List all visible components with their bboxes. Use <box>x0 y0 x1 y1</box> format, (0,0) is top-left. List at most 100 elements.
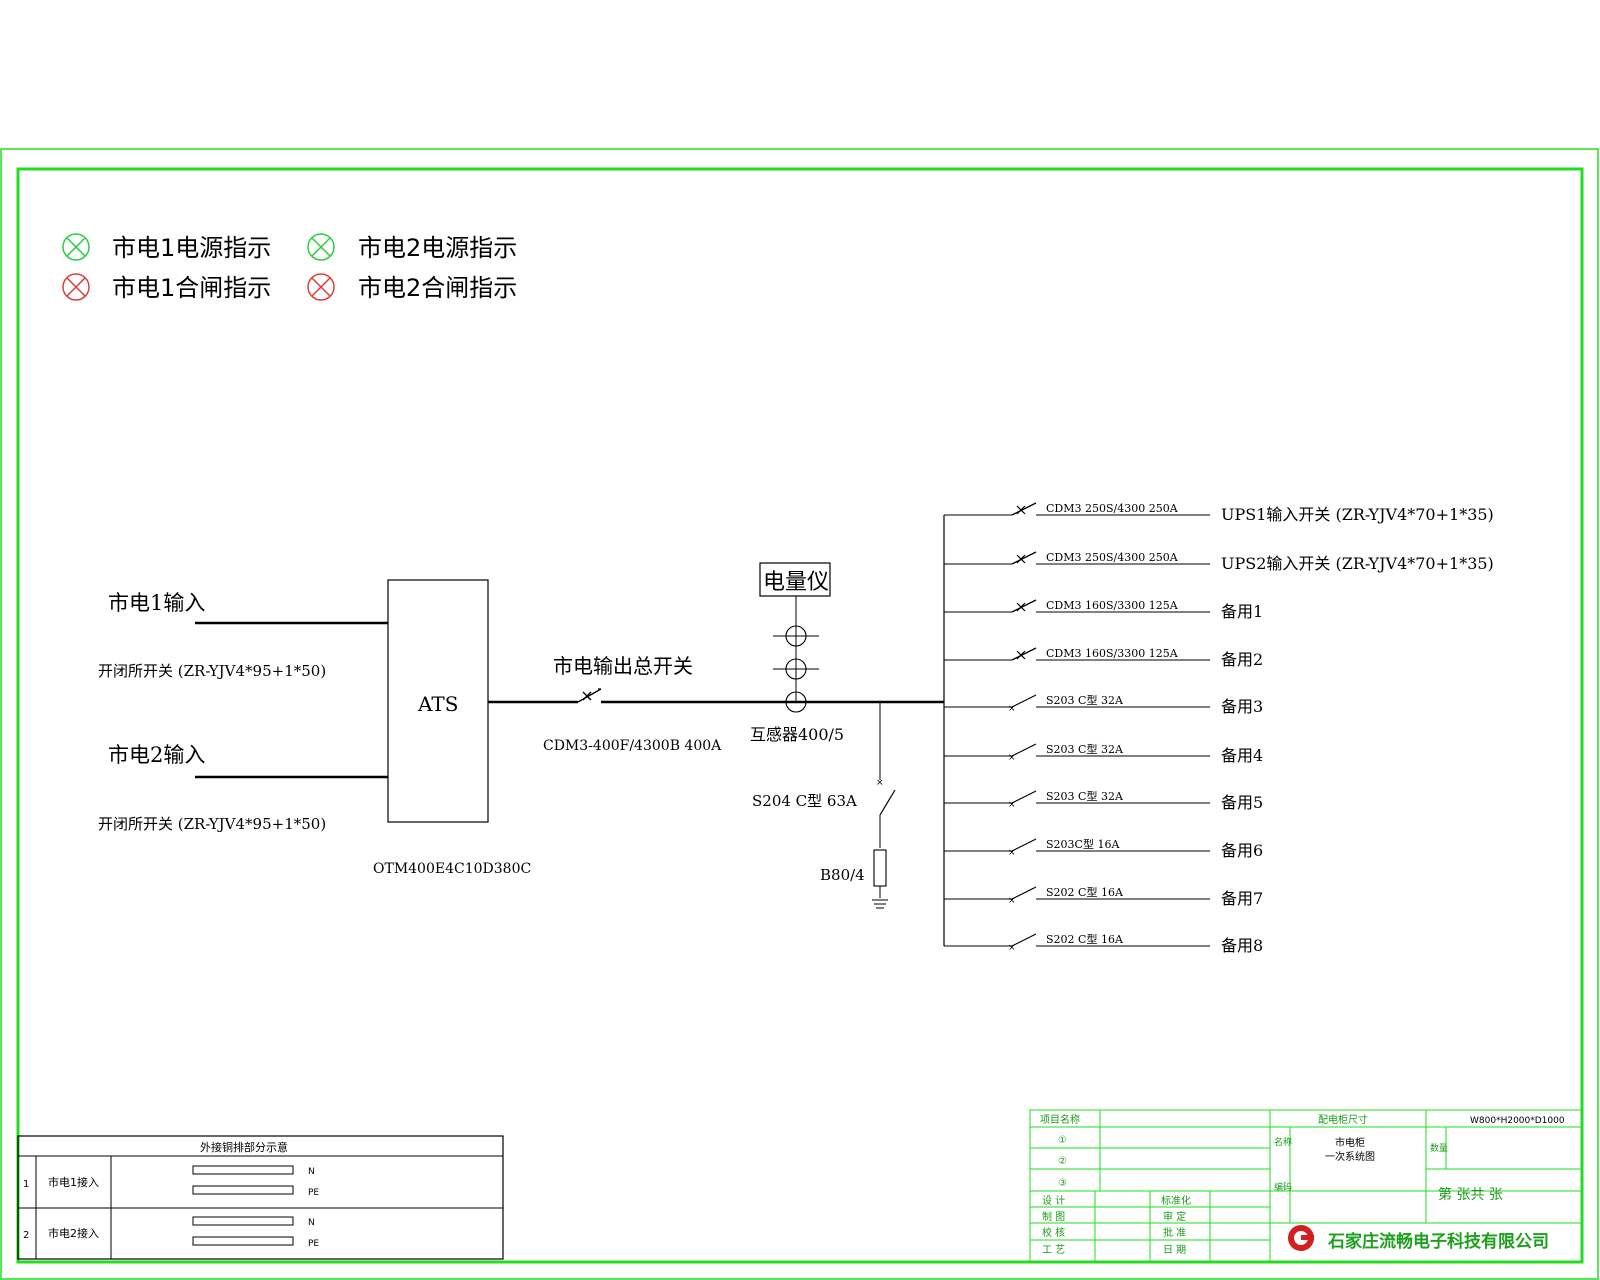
ground-icon <box>872 899 888 909</box>
legend-label-mains1-close: 市电1合闸指示 <box>112 274 271 302</box>
branch-1-load: UPS1输入开关 (ZR-YJV4*70+1*35) <box>1221 505 1494 524</box>
tb-circle-1: ① <box>1058 1135 1067 1146</box>
tb-quantity-label: 数量 <box>1430 1142 1448 1154</box>
busbar-row2-n-label: N <box>308 1218 315 1228</box>
company-name: 石家庄流畅电子科技有限公司 <box>1327 1231 1549 1252</box>
spd-cross-icon: × <box>876 778 884 788</box>
tb-sheet-text: 第 张共 张 <box>1438 1186 1503 1203</box>
arrester-box <box>873 849 887 887</box>
lamp-icon-green-2 <box>307 233 335 261</box>
spd-breaker-label: S204 C型 63A <box>752 792 857 810</box>
input1-cable: 开闭所开关 (ZR-YJV4*95+1*50) <box>98 662 326 680</box>
branch-9-load: 备用7 <box>1221 889 1263 908</box>
branch-9-switch-blade <box>1011 886 1037 900</box>
branch-7-switch-blade <box>1011 790 1037 804</box>
ct-label: 互感器400/5 <box>750 725 844 744</box>
tb-process: 工 艺 <box>1042 1244 1065 1256</box>
tb-design: 设 计 <box>1042 1194 1065 1207</box>
branch-1-breaker-cross-b <box>1016 505 1026 515</box>
branch-9-breaker: S202 C型 16A <box>1046 885 1124 899</box>
tb-approve: 批 准 <box>1163 1226 1186 1239</box>
branch-8-load: 备用6 <box>1221 841 1263 860</box>
branch-10-cross-icon: × <box>1008 943 1016 953</box>
tb-project-label: 项目名称 <box>1040 1113 1080 1126</box>
tb-name-value-2: 一次系统图 <box>1325 1150 1375 1163</box>
branch-9-cross-icon: × <box>1008 896 1016 906</box>
branch-4-breaker-cross-b <box>1016 650 1026 660</box>
spd-switch-blade <box>879 789 896 816</box>
branch-5-load: 备用3 <box>1221 697 1263 716</box>
branch-5-cross-icon: × <box>1008 704 1016 714</box>
busbar-row2-no: 2 <box>23 1230 29 1241</box>
tb-name-value-1: 市电柜 <box>1335 1136 1365 1149</box>
busbar-row1-name: 市电1接入 <box>48 1175 99 1189</box>
tb-checking: 校 核 <box>1042 1226 1065 1239</box>
branch-1-breaker: CDM3 250S/4300 250A <box>1046 502 1179 515</box>
branch-4-breaker: CDM3 160S/3300 125A <box>1046 647 1179 660</box>
branch-4-breaker-blade <box>1011 647 1037 661</box>
tb-standardization: 标准化 <box>1161 1194 1191 1207</box>
input2-label: 市电2输入 <box>108 743 205 767</box>
branch-3-breaker-blade <box>1011 599 1037 613</box>
tb-review: 审 定 <box>1163 1210 1186 1223</box>
ats-label: ATS <box>417 692 458 716</box>
branch-circuits: CDM3 250S/4300 250A UPS1输入开关 (ZR-YJV4*70+… <box>944 502 1494 955</box>
busbar-row1-n-label: N <box>308 1167 315 1177</box>
input1-label: 市电1输入 <box>108 591 205 615</box>
ct-icon-3 <box>785 691 807 713</box>
branch-7-cross-icon: × <box>1008 800 1016 810</box>
busbar-row1-no: 1 <box>23 1179 29 1190</box>
branch-6-switch-blade <box>1011 743 1037 757</box>
branch-2-breaker-blade <box>1011 551 1037 565</box>
tb-circle-3: ③ <box>1058 1178 1067 1189</box>
outer-frame <box>0 148 1599 1280</box>
input2-cable: 开闭所开关 (ZR-YJV4*95+1*50) <box>98 815 326 833</box>
branch-10-load: 备用8 <box>1221 936 1263 955</box>
legend-label-mains2-power: 市电2电源指示 <box>358 234 517 262</box>
arrester-label: B80/4 <box>820 866 865 884</box>
branch-5-switch-blade <box>1011 694 1037 708</box>
branch-10-breaker: S202 C型 16A <box>1046 932 1124 946</box>
ct-icon-1 <box>773 625 819 647</box>
title-block-text: 项目名称 ① ② ③ 设 计 制 图 校 核 工 艺 标准化 审 定 批 准 日… <box>1040 1113 1565 1256</box>
legend-label-mains2-close: 市电2合闸指示 <box>358 274 517 302</box>
branch-2-breaker: CDM3 250S/4300 250A <box>1046 551 1179 564</box>
branch-2-breaker-cross-b <box>1016 554 1026 564</box>
title-block <box>1029 1109 1583 1263</box>
branch-8-breaker: S203C型 16A <box>1046 837 1120 851</box>
ats-model: OTM400E4C10D380C <box>373 861 531 877</box>
tb-name-label: 名称 <box>1274 1136 1292 1148</box>
branch-5-breaker: S203 C型 32A <box>1046 693 1124 707</box>
busbar-row2-bar-n <box>192 1216 294 1226</box>
tb-code-label: 编码 <box>1274 1181 1292 1193</box>
tb-cabinet-size-label: 配电柜尺寸 <box>1318 1113 1368 1126</box>
tb-date: 日 期 <box>1163 1244 1186 1256</box>
power-meter-label: 电量仪 <box>763 570 829 595</box>
branch-3-breaker: CDM3 160S/3300 125A <box>1046 599 1179 612</box>
company-logo-icon <box>1288 1225 1314 1251</box>
tb-drafting: 制 图 <box>1042 1210 1065 1223</box>
branch-4-load: 备用2 <box>1221 650 1263 669</box>
branch-8-cross-icon: × <box>1008 848 1016 858</box>
power-meter-box <box>759 562 831 597</box>
branch-7-breaker: S203 C型 32A <box>1046 789 1124 803</box>
branch-2-load: UPS2输入开关 (ZR-YJV4*70+1*35) <box>1221 554 1494 573</box>
busbar-row2-bar-pe <box>192 1236 294 1246</box>
busbar-row1-bar-pe <box>192 1185 294 1195</box>
branch-6-cross-icon: × <box>1008 753 1016 763</box>
branch-3-breaker-cross-b <box>1016 602 1026 612</box>
ct-icon-2 <box>773 658 819 680</box>
branch-10-switch-blade <box>1011 933 1037 947</box>
branch-6-load: 备用4 <box>1221 746 1263 765</box>
lamp-icon-green-1 <box>62 233 90 261</box>
branch-3-load: 备用1 <box>1221 602 1263 621</box>
legend-label-mains1-power: 市电1电源指示 <box>112 234 271 262</box>
branch-6-breaker: S203 C型 32A <box>1046 742 1124 756</box>
busbar-table: 外接铜排部分示意 1 市电1接入 N PE 2 市电2接入 N PE <box>17 1135 504 1260</box>
busbar-row2-pe-label: PE <box>308 1239 319 1249</box>
main-switch-model: CDM3-400F/4300B 400A <box>543 738 722 754</box>
legend: 市电1电源指示 市电2电源指示 市电1合闸指示 市电2合闸指示 <box>62 233 517 302</box>
main-breaker-symbol <box>577 688 602 703</box>
lamp-icon-red-2 <box>307 273 335 301</box>
